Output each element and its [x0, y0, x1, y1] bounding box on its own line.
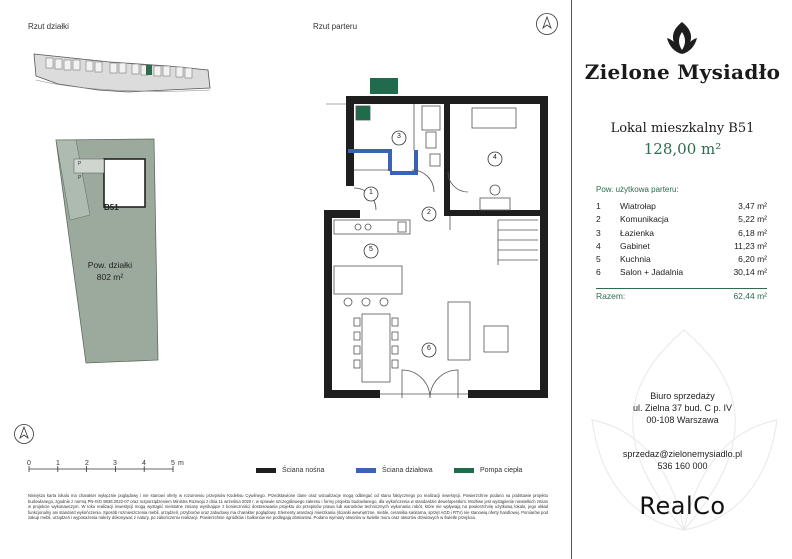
leaf-logo-icon: [667, 22, 697, 54]
room-area: 3,47 m²: [738, 201, 767, 211]
room-no: 1: [596, 201, 601, 211]
room-markers: [363, 130, 503, 358]
legend-heat-pump: Pompa ciepła: [454, 467, 522, 474]
svg-text:P: P: [78, 175, 82, 181]
legend-label: Ściana działowa: [382, 467, 433, 474]
room-number: 6: [427, 345, 431, 352]
sales-phone-link[interactable]: 536 160 000: [657, 461, 708, 471]
plot-area-value: 802 m²: [96, 272, 124, 282]
room-row: 1 Wiatrołap 3,47 m²: [596, 201, 767, 214]
room-row: 5 Kuchnia 6,20 m²: [596, 254, 767, 267]
developer-logo: RealCo: [639, 492, 726, 520]
sales-email-link[interactable]: sprzedaz@zielonemysiadlo.pl: [622, 449, 743, 459]
room-no: 5: [596, 254, 601, 265]
rooms-heading: Pow. użytkowa parteru:: [596, 185, 679, 194]
room-number: 5: [369, 246, 373, 253]
room-row: 6 Salon + Jadalnia 30,14 m²: [596, 267, 767, 280]
floor-plan: [324, 78, 548, 399]
scale-unit: m: [178, 460, 184, 467]
legal-disclaimer: Niniejsza karta lokalu ma charakter wyłą…: [28, 493, 548, 521]
plot-plan: P P: [55, 138, 159, 364]
room-row: 3 Łazienka 6,18 m²: [596, 228, 767, 241]
room-area: 6,18 m²: [738, 227, 767, 238]
north-arrow-icon: [14, 424, 34, 444]
total-label: Razem:: [596, 291, 626, 301]
scale-bar: [28, 466, 174, 472]
room-name: Salon + Jadalnia: [620, 267, 684, 278]
room-number: 2: [427, 209, 431, 216]
scale-tick: 5: [171, 460, 175, 467]
heat-pump-unit: [370, 78, 398, 94]
scale-tick: 3: [113, 460, 117, 467]
room-number: 1: [369, 189, 373, 196]
scale-tick: 2: [85, 460, 89, 467]
legend-swatch: [356, 468, 376, 473]
room-name: Wiatrołap: [620, 201, 656, 211]
room-no: 6: [596, 267, 601, 278]
info-panel: Zielone Mysiadło Lokal mieszkalny B51 12…: [571, 0, 792, 559]
total-value: 62,44 m²: [733, 291, 767, 301]
room-no: 2: [596, 214, 601, 225]
legend-label: Pompa ciepła: [480, 467, 523, 474]
room-name: Łazienka: [620, 227, 655, 238]
unit-area: 128,00 m²: [643, 140, 722, 158]
scale-tick: 0: [27, 460, 31, 467]
legend-load-bearing-wall: Ściana nośna: [256, 467, 324, 474]
scale-tick: 1: [56, 460, 60, 467]
legend-partition-wall: Ściana działowa: [356, 467, 433, 474]
rooms-total: Razem: 62,44 m²: [596, 288, 767, 301]
room-number: 3: [397, 133, 401, 140]
svg-text:P: P: [78, 161, 82, 167]
room-no: 4: [596, 240, 601, 251]
room-row: 2 Komunikacja 5,22 m²: [596, 214, 767, 227]
room-name: Komunikacja: [620, 214, 669, 225]
room-row: 4 Gabinet 11,23 m²: [596, 241, 767, 254]
site-overview-plan: [33, 53, 211, 93]
room-number: 4: [493, 154, 497, 161]
plot-area-label: Pow. działki: [87, 260, 133, 270]
plot-plan-title: Rzut działki: [28, 22, 69, 31]
legend-swatch: [454, 468, 474, 473]
sales-office-label: Biuro sprzedaży: [650, 391, 715, 401]
north-arrow-icon: [536, 13, 558, 35]
room-name: Gabinet: [620, 240, 650, 251]
room-list: 1 Wiatrołap 3,47 m² 2 Komunikacja 5,22 m² 3 Ł…: [596, 201, 767, 281]
room-area: 6,20 m²: [738, 254, 767, 265]
sales-office-city: 00-108 Warszawa: [646, 415, 719, 425]
room-area: 5,22 m²: [738, 214, 767, 225]
legend-swatch: [256, 468, 276, 473]
highlighted-unit-marker: [146, 65, 152, 75]
plot-unit-label: B51: [104, 203, 119, 212]
sales-office-street: ul. Zielna 37 bud. C p. IV: [632, 403, 733, 413]
brand-name: Zielone Mysiadło: [584, 60, 781, 84]
room-no: 3: [596, 227, 601, 238]
scale-tick: 4: [142, 460, 146, 467]
room-area: 30,14 m²: [733, 267, 767, 278]
leaf-decoration-icon: [591, 329, 778, 531]
unit-title: Lokal mieszkalny B51: [610, 121, 755, 136]
floor-plan-title: Rzut parteru: [313, 22, 358, 31]
room-area: 11,23 m²: [734, 240, 767, 251]
legend-label: Ściana nośna: [282, 467, 325, 474]
room-name: Kuchnia: [620, 254, 651, 265]
